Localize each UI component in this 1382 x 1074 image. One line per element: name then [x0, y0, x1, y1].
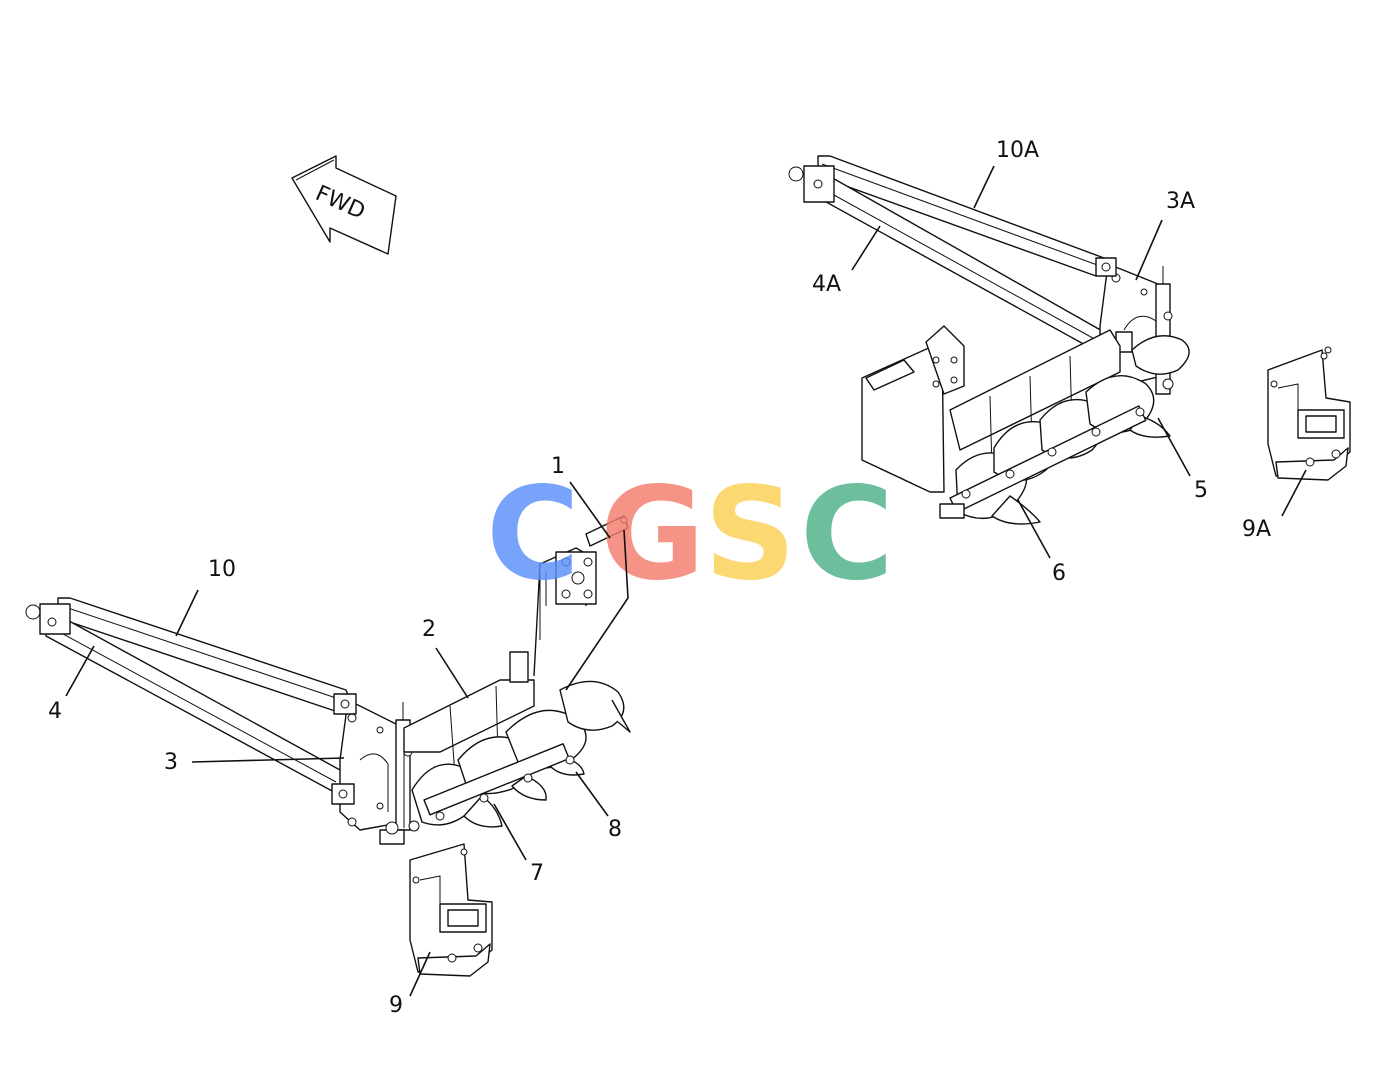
callout-8: 8	[608, 817, 622, 842]
left-auger-assembly	[25, 515, 631, 977]
callout-4A: 4A	[812, 272, 841, 297]
watermark: C G S C	[486, 460, 894, 609]
left-mount-bracket	[331, 693, 405, 831]
fwd-direction-arrow: FWD	[291, 155, 397, 255]
callout-7: 7	[530, 861, 544, 886]
right-skid-shoe	[1267, 346, 1351, 481]
right-auger-housing	[861, 325, 1121, 493]
callout-6: 6	[1052, 561, 1066, 586]
left-arm-clevis	[25, 603, 71, 635]
watermark-letter-1: C	[486, 460, 580, 609]
callout-9A: 9A	[1242, 517, 1271, 542]
left-skid-shoe	[409, 843, 493, 977]
callout-2: 2	[422, 617, 436, 642]
left-auger-flights	[411, 680, 631, 828]
watermark-letter-2: G	[600, 460, 705, 609]
right-arm-clevis	[788, 165, 835, 203]
callout-3: 3	[164, 750, 178, 775]
leader-lines	[65, 165, 1307, 997]
callout-4: 4	[48, 699, 62, 724]
callout-3A: 3A	[1166, 189, 1195, 214]
callout-9: 9	[389, 993, 403, 1018]
callout-labels: 1 2 3 4 10 7 8 9 10A 4A 3A 5 6 9A	[48, 138, 1271, 1018]
callout-1: 1	[551, 454, 565, 479]
watermark-letter-4: C	[800, 460, 894, 609]
left-shaft-stub	[379, 820, 420, 845]
right-auger-assembly	[788, 155, 1351, 525]
right-auger-flights	[939, 335, 1190, 525]
callout-10A: 10A	[996, 138, 1039, 163]
callout-10: 10	[208, 557, 236, 582]
callout-5: 5	[1194, 478, 1208, 503]
left-hitch-plate	[555, 515, 629, 605]
watermark-letter-3: S	[704, 460, 796, 609]
